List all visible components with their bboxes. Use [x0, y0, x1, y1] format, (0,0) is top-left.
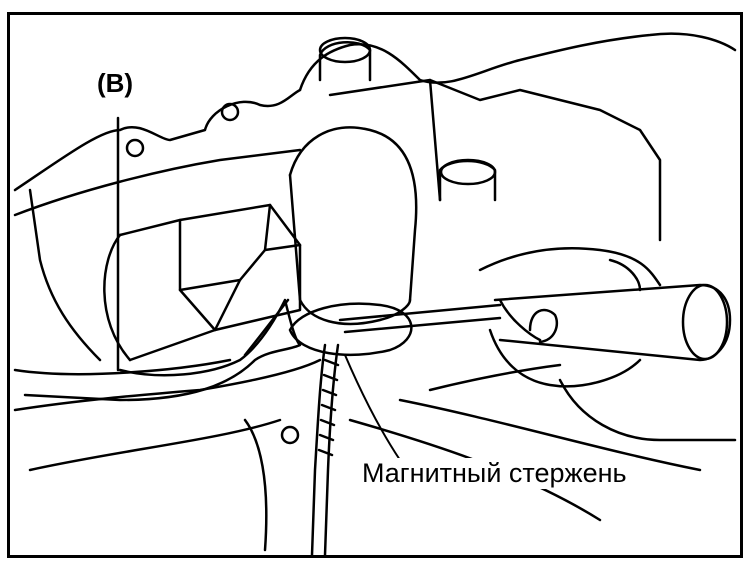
- bolts: [318, 36, 497, 202]
- magnetic-rod-label: Магнитный стержень: [358, 458, 631, 489]
- seal-tool: [23, 116, 302, 402]
- pipe-fitting: [103, 78, 662, 362]
- magnetic-rod: [310, 343, 401, 557]
- screwdriver-and-hand: [338, 246, 737, 442]
- figure-frame: [7, 12, 743, 558]
- label-b: (B): [97, 68, 134, 98]
